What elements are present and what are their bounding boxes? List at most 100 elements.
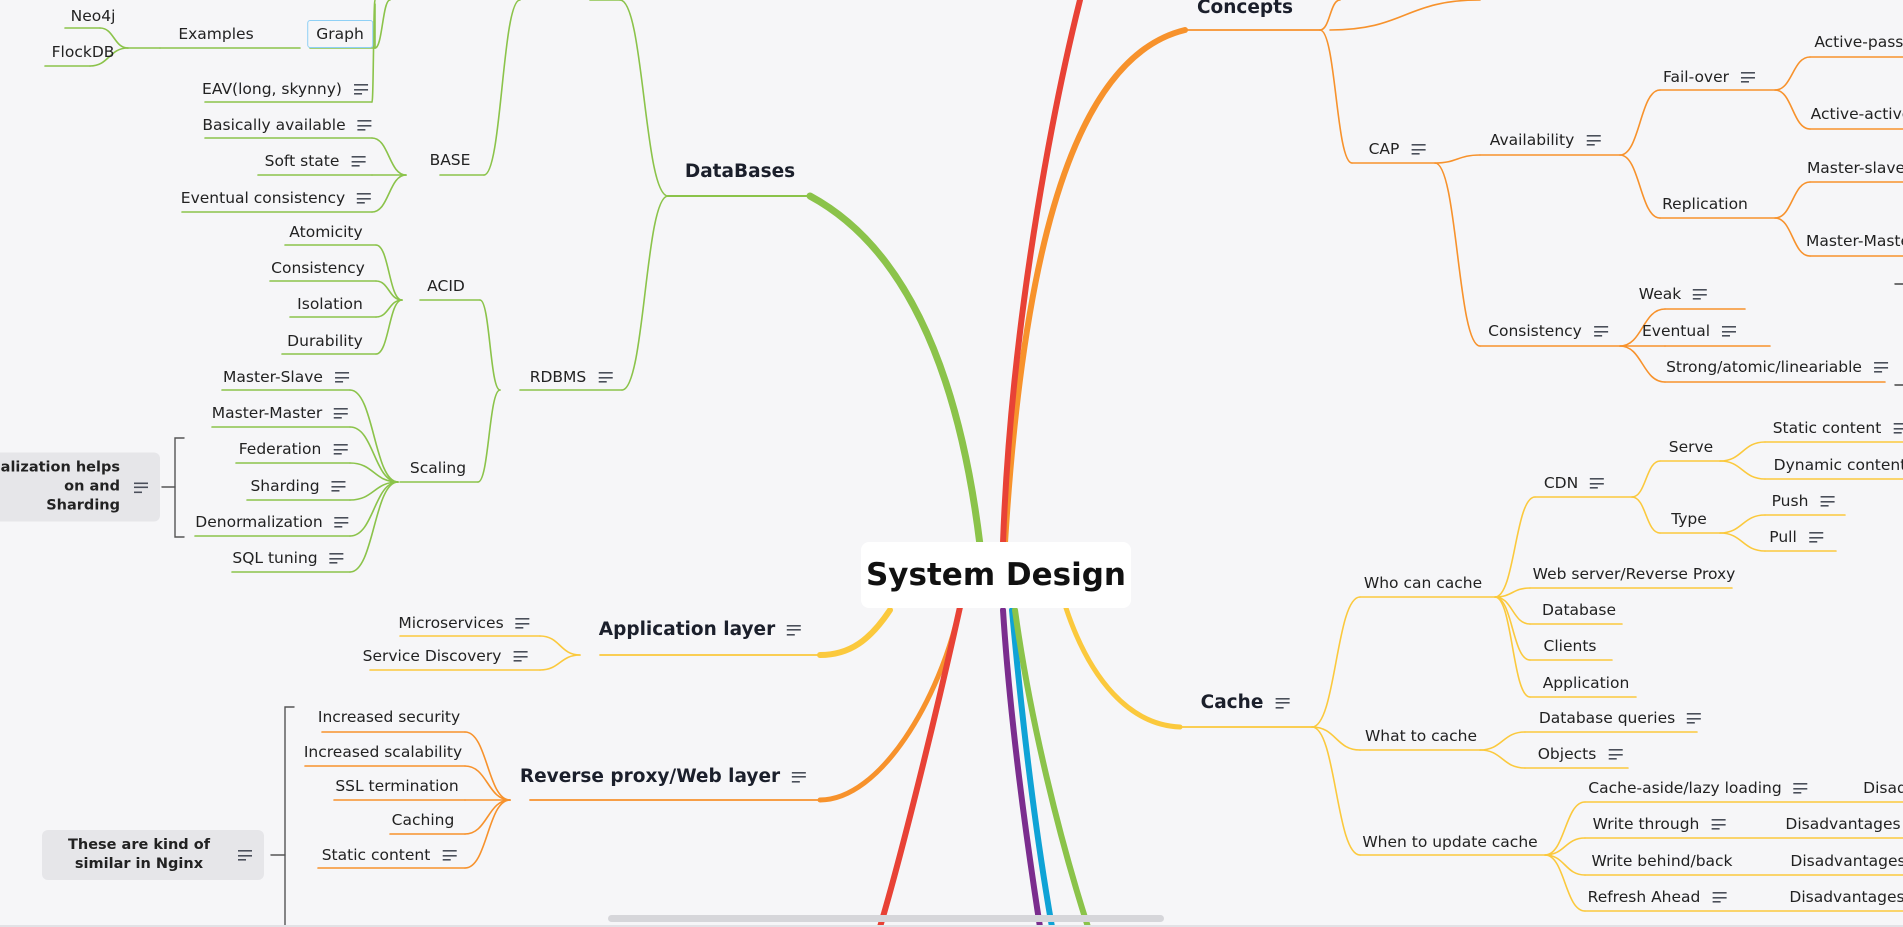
node-base[interactable]: BASE	[430, 150, 471, 170]
node-durability[interactable]: Durability	[287, 331, 363, 351]
note-icon[interactable]	[1586, 135, 1601, 146]
node-increased-scalability[interactable]: Increased scalability	[304, 742, 462, 762]
note-icon[interactable]	[334, 408, 349, 419]
node-pull[interactable]: Pull	[1769, 527, 1823, 547]
node-static-content-proxy[interactable]: Static content	[322, 845, 457, 865]
node-database[interactable]: Database	[1542, 600, 1616, 620]
note-nginx[interactable]: These are kind of similar in Nginx	[42, 830, 264, 880]
node-increased-security[interactable]: Increased security	[318, 707, 460, 727]
note-icon[interactable]	[334, 517, 349, 528]
node-neo4j[interactable]: Neo4j	[71, 6, 116, 26]
node-flockdb[interactable]: FlockDB	[52, 42, 115, 62]
note-icon[interactable]	[1741, 72, 1756, 83]
node-strong[interactable]: Strong/atomic/lineariable	[1666, 357, 1888, 377]
node-active-active[interactable]: Active-active	[1811, 104, 1903, 124]
node-eventual[interactable]: Eventual	[1642, 321, 1737, 341]
note-icon[interactable]	[1411, 144, 1426, 155]
node-eventual-consistency[interactable]: Eventual consistency	[181, 188, 372, 208]
node-caching[interactable]: Caching	[392, 810, 455, 830]
note-icon[interactable]	[353, 84, 368, 95]
node-who-can-cache[interactable]: Who can cache	[1364, 573, 1482, 593]
note-icon[interactable]	[331, 481, 346, 492]
node-microservices[interactable]: Microservices	[398, 613, 530, 633]
node-master-slave[interactable]: Master-Slave	[223, 367, 349, 387]
node-type[interactable]: Type	[1671, 509, 1707, 529]
note-icon[interactable]	[1590, 478, 1605, 489]
node-master-master-rep[interactable]: Master-Maste	[1806, 231, 1903, 251]
node-graph[interactable]: Graph	[307, 20, 373, 48]
note-icon[interactable]	[329, 553, 344, 564]
note-icon[interactable]	[238, 850, 252, 861]
node-disadvantages-3[interactable]: Disadvantages	[1790, 851, 1903, 871]
node-basically-available[interactable]: Basically available	[202, 115, 372, 135]
node-static-content[interactable]: Static content	[1773, 418, 1903, 438]
note-icon[interactable]	[1722, 326, 1737, 337]
node-master-slave-rep[interactable]: Master-slave	[1807, 158, 1903, 178]
node-failover[interactable]: Fail-over	[1663, 67, 1756, 87]
note-icon[interactable]	[442, 850, 457, 861]
note-icon[interactable]	[598, 372, 613, 383]
node-clients[interactable]: Clients	[1544, 636, 1597, 656]
node-active-passive[interactable]: Active-passi	[1814, 32, 1903, 52]
note-icon[interactable]	[792, 771, 807, 783]
node-dynamic-content[interactable]: Dynamic content	[1774, 455, 1903, 475]
note-icon[interactable]	[1808, 532, 1823, 543]
node-availability[interactable]: Availability	[1490, 130, 1601, 150]
note-icon[interactable]	[1687, 713, 1702, 724]
note-icon[interactable]	[1593, 326, 1608, 337]
topic-databases[interactable]: DataBases	[685, 162, 795, 182]
note-icon[interactable]	[1711, 819, 1726, 830]
node-serve[interactable]: Serve	[1669, 437, 1713, 457]
note-icon[interactable]	[357, 193, 372, 204]
note-icon[interactable]	[134, 482, 148, 493]
note-icon[interactable]	[515, 618, 530, 629]
node-sharding[interactable]: Sharding	[250, 476, 346, 496]
note-icon[interactable]	[1873, 362, 1888, 373]
node-when-to-update[interactable]: When to update cache	[1362, 832, 1537, 852]
node-what-to-cache[interactable]: What to cache	[1365, 726, 1477, 746]
node-consistency[interactable]: Consistency	[1488, 321, 1608, 341]
node-write-through[interactable]: Write through	[1593, 814, 1726, 834]
node-federation[interactable]: Federation	[239, 439, 348, 459]
note-icon[interactable]	[787, 624, 802, 636]
horizontal-scrollbar[interactable]	[608, 915, 1164, 922]
node-write-behind[interactable]: Write behind/back	[1591, 851, 1732, 871]
node-cap[interactable]: CAP	[1369, 139, 1426, 159]
node-isolation[interactable]: Isolation	[297, 294, 363, 314]
note-icon[interactable]	[1820, 496, 1835, 507]
note-icon[interactable]	[351, 156, 366, 167]
node-database-queries[interactable]: Database queries	[1539, 708, 1702, 728]
topic-concepts[interactable]: Concepts	[1197, 0, 1293, 18]
note-icon[interactable]	[357, 120, 372, 131]
node-atomicity[interactable]: Atomicity	[289, 222, 362, 242]
node-objects[interactable]: Objects	[1538, 744, 1623, 764]
note-icon[interactable]	[334, 372, 349, 383]
node-application[interactable]: Application	[1543, 673, 1630, 693]
note-icon[interactable]	[1793, 783, 1808, 794]
node-refresh-ahead[interactable]: Refresh Ahead	[1588, 887, 1727, 907]
node-disadvantages-1[interactable]: Disad	[1863, 778, 1903, 798]
node-ssl-termination[interactable]: SSL termination	[335, 776, 458, 796]
node-cdn[interactable]: CDN	[1544, 473, 1605, 493]
node-replication[interactable]: Replication	[1662, 194, 1748, 214]
node-sql-tuning[interactable]: SQL tuning	[232, 548, 344, 568]
note-icon[interactable]	[1608, 749, 1623, 760]
note-denormalization[interactable]: alization helps on and Sharding	[0, 452, 160, 522]
node-consistency-acid[interactable]: Consistency	[271, 258, 365, 278]
node-scaling[interactable]: Scaling	[410, 458, 466, 478]
node-cache-aside[interactable]: Cache-aside/lazy loading	[1588, 778, 1808, 798]
topic-application-layer[interactable]: Application layer	[599, 620, 802, 640]
note-icon[interactable]	[1275, 697, 1290, 709]
topic-cache[interactable]: Cache	[1201, 693, 1290, 713]
note-icon[interactable]	[1712, 892, 1727, 903]
node-examples[interactable]: Examples	[178, 24, 253, 44]
note-icon[interactable]	[1693, 289, 1708, 300]
node-web-server[interactable]: Web server/Reverse Proxy	[1533, 564, 1736, 584]
note-icon[interactable]	[513, 651, 528, 662]
note-icon[interactable]	[333, 444, 348, 455]
node-rdbms[interactable]: RDBMS	[530, 367, 613, 387]
topic-reverse-proxy[interactable]: Reverse proxy/Web layer	[520, 767, 807, 787]
node-disadvantages-4[interactable]: Disadvantages	[1789, 887, 1903, 907]
node-master-master[interactable]: Master-Master	[212, 403, 349, 423]
root-topic[interactable]: System Design	[861, 542, 1131, 608]
